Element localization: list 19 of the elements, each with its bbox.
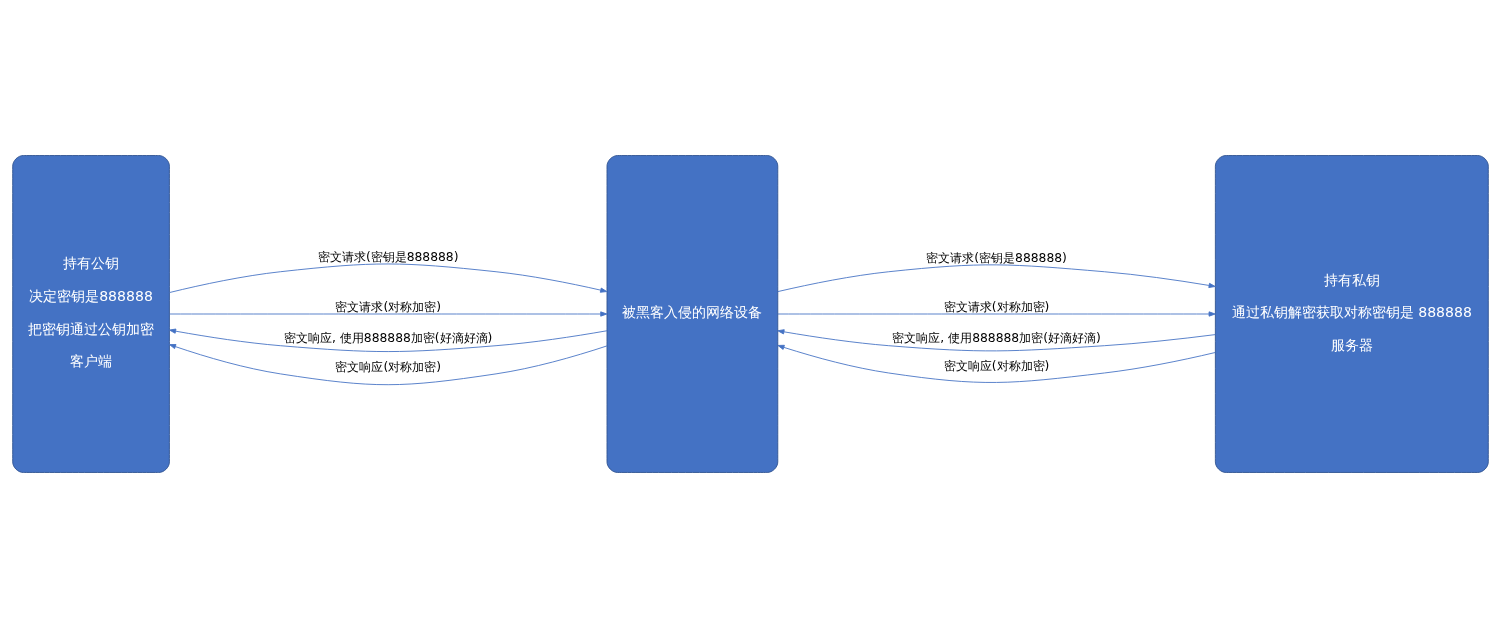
arrow <box>777 264 1216 292</box>
edge-label: 密文请求(对称加密) <box>335 299 442 314</box>
edge-label: 密文响应(对称加密) <box>943 358 1050 373</box>
arrow <box>169 344 608 386</box>
arrow <box>777 344 1216 383</box>
edge-label: 密文响应(对称加密) <box>335 359 442 374</box>
arrow <box>777 311 1216 317</box>
node-box: 持有公钥 决定密钥是888888 把密钥通过公钥加密 客户端 <box>12 155 170 473</box>
edge-label: 密文响应, 使用888888加密(好滴好滴) <box>283 331 493 346</box>
arrow <box>169 311 608 317</box>
edge-label: 密文请求(密钥是888888) <box>317 250 459 265</box>
node-box: 被黑客入侵的网络设备 <box>606 155 779 473</box>
node-box: 持有私钥 通过私钥解密获取对称密钥是 888888 服务器 <box>1214 155 1489 473</box>
arrow <box>777 329 1216 352</box>
edge-label: 密文响应, 使用888888加密(好滴好滴) <box>892 331 1101 346</box>
edge-label: 密文请求(对称加密) <box>943 299 1050 314</box>
arrow <box>169 263 608 293</box>
edge-label: 密文请求(密钥是888888) <box>926 251 1067 266</box>
arrow <box>169 328 608 352</box>
